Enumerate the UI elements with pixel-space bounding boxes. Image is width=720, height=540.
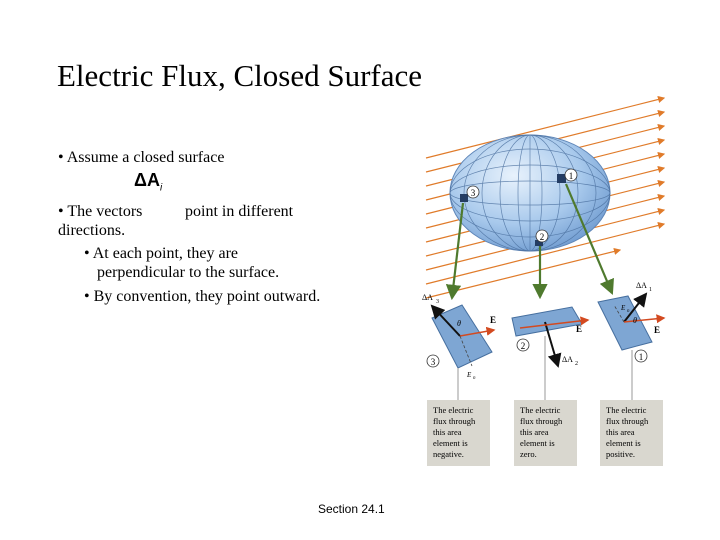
- svg-text:E: E: [620, 304, 626, 312]
- caption-zero: The electric flux through this area elem…: [514, 400, 577, 466]
- svg-text:The electric: The electric: [520, 405, 561, 415]
- svg-text:n: n: [473, 376, 476, 381]
- svg-text:this area: this area: [520, 427, 549, 437]
- svg-text:E: E: [654, 325, 660, 335]
- svg-text:The electric: The electric: [433, 405, 474, 415]
- svg-text:element is: element is: [433, 438, 468, 448]
- svg-text:flux through: flux through: [520, 416, 563, 426]
- marker-three: 3: [467, 186, 479, 198]
- area-element-2: E ΔA 2 2: [512, 307, 588, 400]
- svg-text:θ: θ: [457, 319, 461, 328]
- area-element-1: ΔA 1 E θ E n 1: [598, 281, 664, 400]
- caption-positive: The electric flux through this area elem…: [600, 400, 663, 466]
- svg-text:2: 2: [540, 232, 545, 242]
- svg-text:zero.: zero.: [520, 449, 537, 459]
- svg-text:1: 1: [639, 352, 644, 362]
- svg-text:1: 1: [569, 171, 574, 181]
- svg-text:element is: element is: [606, 438, 641, 448]
- marker-one: 1: [565, 169, 577, 181]
- svg-text:flux through: flux through: [606, 416, 649, 426]
- svg-text:1: 1: [649, 287, 652, 293]
- svg-text:negative.: negative.: [433, 449, 464, 459]
- svg-text:positive.: positive.: [606, 449, 635, 459]
- svg-text:E: E: [576, 324, 582, 334]
- svg-text:element is: element is: [520, 438, 555, 448]
- svg-text:ΔA: ΔA: [636, 281, 647, 290]
- svg-text:this area: this area: [433, 427, 462, 437]
- svg-text:3: 3: [431, 357, 436, 367]
- svg-text:ΔA: ΔA: [562, 355, 573, 364]
- marker-two: 2: [536, 230, 548, 242]
- svg-text:E: E: [490, 315, 496, 325]
- svg-text:E: E: [466, 371, 472, 379]
- area-element-3: ΔA 3 E θ E n 3: [422, 293, 496, 400]
- svg-text:The electric: The electric: [606, 405, 647, 415]
- svg-text:this area: this area: [606, 427, 635, 437]
- svg-text:ΔA: ΔA: [422, 293, 433, 302]
- svg-text:3: 3: [471, 188, 476, 198]
- svg-text:flux through: flux through: [433, 416, 476, 426]
- caption-negative: The electric flux through this area elem…: [427, 400, 490, 466]
- svg-text:2: 2: [521, 341, 526, 351]
- svg-text:θ: θ: [633, 316, 637, 325]
- svg-text:2: 2: [575, 361, 578, 367]
- svg-text:3: 3: [436, 299, 439, 305]
